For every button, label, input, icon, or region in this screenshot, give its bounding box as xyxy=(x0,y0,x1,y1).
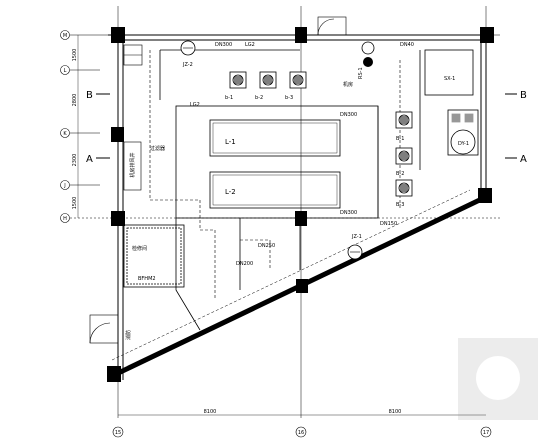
pump-b1-label: B-1 xyxy=(396,136,404,142)
pump-sb3 xyxy=(289,71,307,89)
row-dim-4: 1500 xyxy=(72,197,78,210)
row-dim-2: 2800 xyxy=(72,94,78,107)
pump-b3 xyxy=(395,179,413,197)
pump-b2 xyxy=(395,147,413,165)
row-label-m: M xyxy=(63,33,67,39)
left-lower-room xyxy=(123,224,185,288)
pump-b1 xyxy=(395,111,413,129)
sx1-tank xyxy=(424,49,474,96)
pipe-label-dn300-top: DN300 xyxy=(215,42,232,48)
dy1-label: DY-1 xyxy=(458,141,469,147)
top-door xyxy=(317,16,347,36)
section-b-left: B xyxy=(86,90,93,101)
dy1-unit xyxy=(447,109,479,156)
rs1-label: RS-1 xyxy=(358,67,364,79)
col-label-15: 15 xyxy=(115,430,121,436)
pipe-label-dn300-mid: DN300 xyxy=(340,112,357,118)
pipe-label-lg2-loop: LG2 xyxy=(190,102,200,108)
col-axis-markers: 15 16 17 xyxy=(112,426,492,438)
room-label-fire: 消防 xyxy=(125,330,132,340)
tank-l1 xyxy=(209,119,341,157)
room-label-bfhm2: BFHM2 xyxy=(138,276,156,282)
room-label-inspection: 检修间 xyxy=(132,245,147,252)
row-label-k: K xyxy=(63,131,67,137)
dimension-lines xyxy=(77,35,486,416)
col-dim-1: 8100 xyxy=(204,409,217,415)
row-label-l: L xyxy=(64,68,67,74)
pipe-label-dn200: DN200 xyxy=(236,261,253,267)
pump-b3-label: B-3 xyxy=(396,202,404,208)
pipe-label-dn300-bottom: DN300 xyxy=(340,210,357,216)
pump-sb2-label: b-2 xyxy=(255,95,263,101)
left-stair-room xyxy=(123,44,143,191)
col-label-16: 16 xyxy=(298,430,304,436)
watermark-logo xyxy=(458,338,538,420)
col-dim-2: 8100 xyxy=(389,409,402,415)
room-label-filter: 过滤器 xyxy=(150,145,165,152)
rs1-unit xyxy=(361,41,375,67)
pipe-label-dn150: DN150 xyxy=(380,221,397,227)
jz2-unit xyxy=(180,40,196,56)
tank-l2 xyxy=(209,171,341,209)
pipe-label-dn40: DN40 xyxy=(400,42,414,48)
pump-sb2 xyxy=(259,71,277,89)
room-label-shaft: 机房排风井 xyxy=(129,152,136,177)
row-dim-1: 1500 xyxy=(72,49,78,62)
pump-sb1-label: b-1 xyxy=(225,95,233,101)
section-b-right: B xyxy=(520,90,527,101)
jz1-unit xyxy=(347,244,363,260)
diagonal-retaining-wall xyxy=(110,193,490,379)
axis-grid xyxy=(70,6,500,418)
row-label-h: H xyxy=(63,216,67,222)
pump-sb3-label: b-3 xyxy=(285,95,293,101)
pipe-label-dn250: DN250 xyxy=(258,243,275,249)
section-markers: B B A A xyxy=(86,90,527,165)
row-label-j: J xyxy=(63,183,65,189)
jz1-label: JZ-1 xyxy=(351,234,362,240)
jz2-label: JZ-2 xyxy=(182,62,193,68)
room-label-machine: 机房 xyxy=(343,81,353,88)
tank-l1-label: L-1 xyxy=(225,138,236,146)
section-a-right: A xyxy=(520,154,527,165)
section-a-left: A xyxy=(86,154,93,165)
col-label-17: 17 xyxy=(483,430,489,436)
main-pipe-loop xyxy=(159,49,421,331)
row-dim-3: 2300 xyxy=(72,154,78,167)
pump-b2-label: B-2 xyxy=(396,171,404,177)
row-axis-markers: M L K J H xyxy=(60,30,70,223)
pump-sb1 xyxy=(229,71,247,89)
bottom-left-door xyxy=(89,314,119,344)
diagonal-inner-line xyxy=(111,189,471,361)
pipe-label-lg2-top: LG2 xyxy=(245,42,255,48)
tank-l2-label: L-2 xyxy=(225,188,236,196)
sx1-label: SX-1 xyxy=(444,76,455,82)
